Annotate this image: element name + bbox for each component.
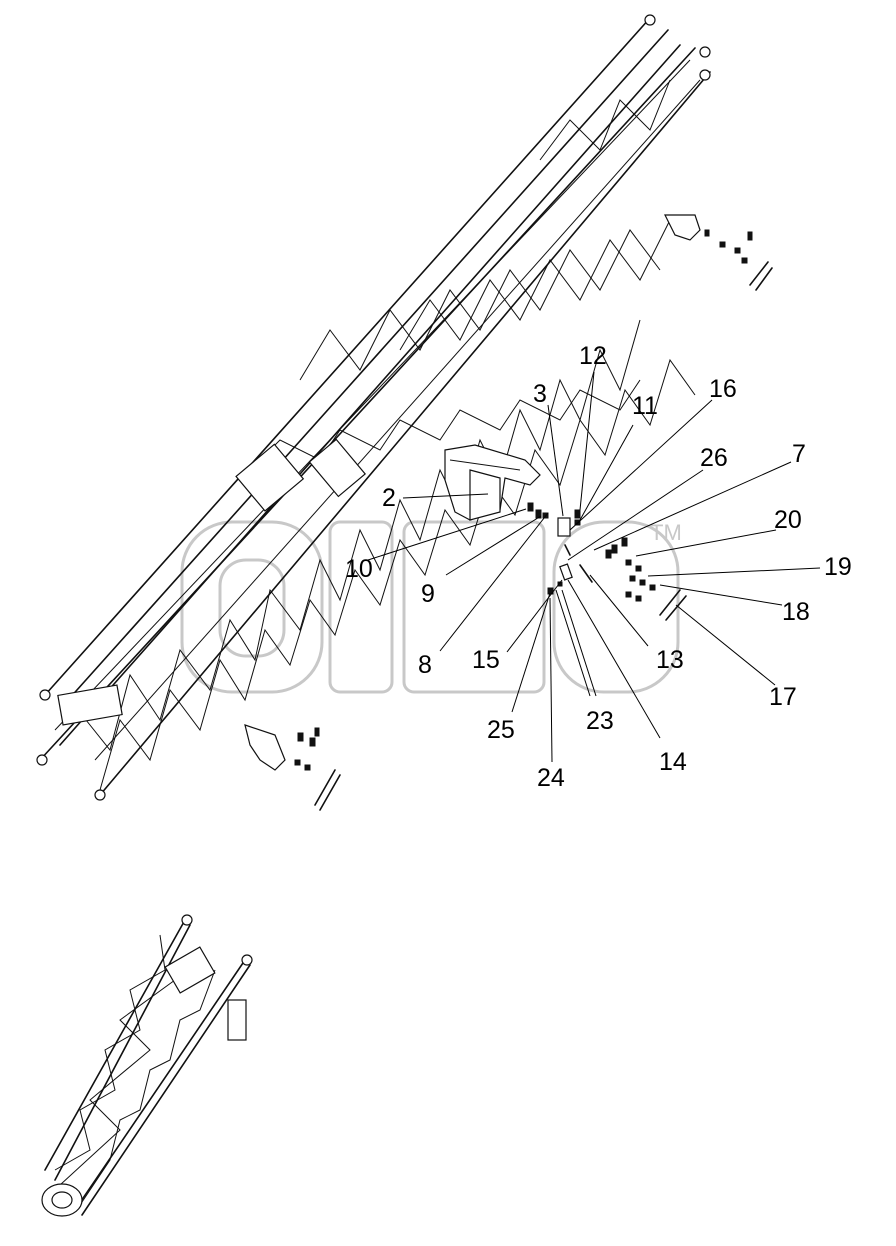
callout-13: 13 xyxy=(656,646,684,674)
callout-26: 26 xyxy=(700,444,728,472)
callout-25: 25 xyxy=(487,716,515,744)
watermark: TM xyxy=(180,520,682,694)
bracket-kit-bottom-left xyxy=(244,724,341,811)
bracket-kit-top-right xyxy=(664,214,773,291)
callout-12: 12 xyxy=(579,342,607,370)
callout-2: 2 xyxy=(382,484,396,512)
callout-24: 24 xyxy=(537,764,565,792)
watermark-tm: TM xyxy=(650,520,682,545)
callout-8: 8 xyxy=(418,651,432,679)
main-boom-truss xyxy=(36,14,711,801)
callout-19: 19 xyxy=(824,553,852,581)
callout-10: 10 xyxy=(345,555,373,583)
leader-lines xyxy=(367,371,821,763)
callout-23: 23 xyxy=(586,707,614,735)
callout-20: 20 xyxy=(774,506,802,534)
callout-18: 18 xyxy=(782,598,810,626)
cabin-assembly xyxy=(444,444,541,521)
callout-15: 15 xyxy=(472,646,500,674)
callout-9: 9 xyxy=(421,580,435,608)
callout-7: 7 xyxy=(792,440,806,468)
lower-boom-section xyxy=(41,914,253,1217)
fastener-cluster xyxy=(527,502,687,621)
callout-11: 11 xyxy=(632,392,658,420)
callout-14: 14 xyxy=(659,748,687,776)
callout-16: 16 xyxy=(709,375,737,403)
callout-3: 3 xyxy=(533,380,547,408)
callout-17: 17 xyxy=(769,683,797,711)
callout-labels: 2 3 7 8 9 10 11 12 13 14 15 16 17 18 19 … xyxy=(345,342,852,792)
